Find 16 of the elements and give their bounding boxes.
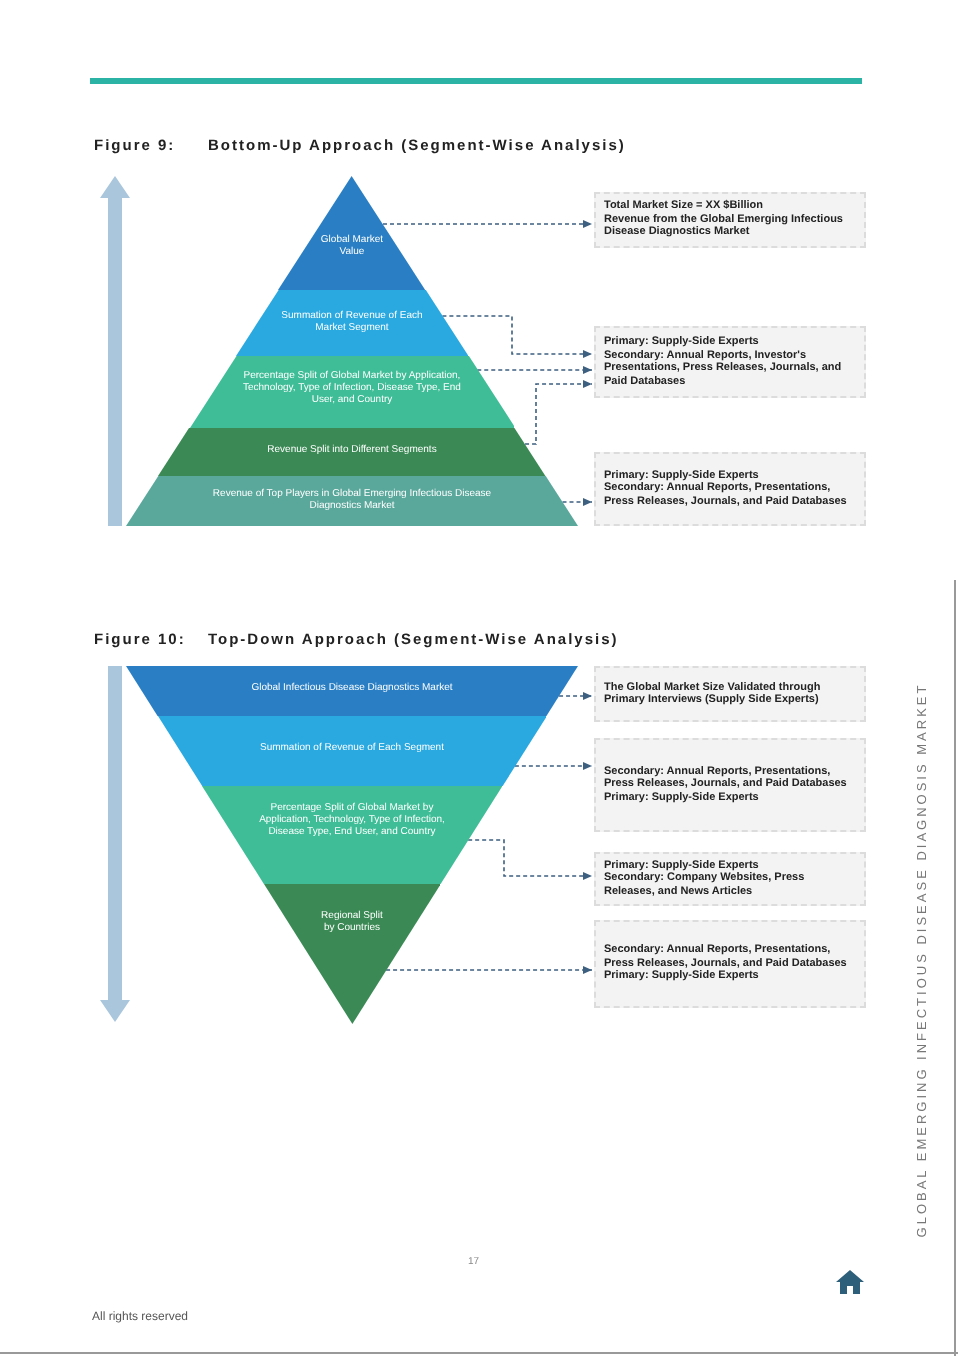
dashed-arrow (382, 220, 593, 228)
source-box (594, 666, 866, 722)
dashed-arrow (476, 366, 593, 374)
source-box (594, 452, 866, 526)
dashed-arrow (561, 498, 593, 506)
source-box (594, 852, 866, 906)
source-box (594, 192, 866, 248)
dashed-arrow (385, 966, 593, 974)
source-box (594, 326, 866, 398)
source-box (594, 920, 866, 1008)
source-box (594, 738, 866, 832)
dashed-arrow (441, 315, 593, 358)
dashed-arrow (558, 692, 593, 700)
dashed-arrow (514, 762, 593, 770)
dashed-arrow (524, 380, 593, 445)
dashed-arrow (467, 839, 593, 880)
